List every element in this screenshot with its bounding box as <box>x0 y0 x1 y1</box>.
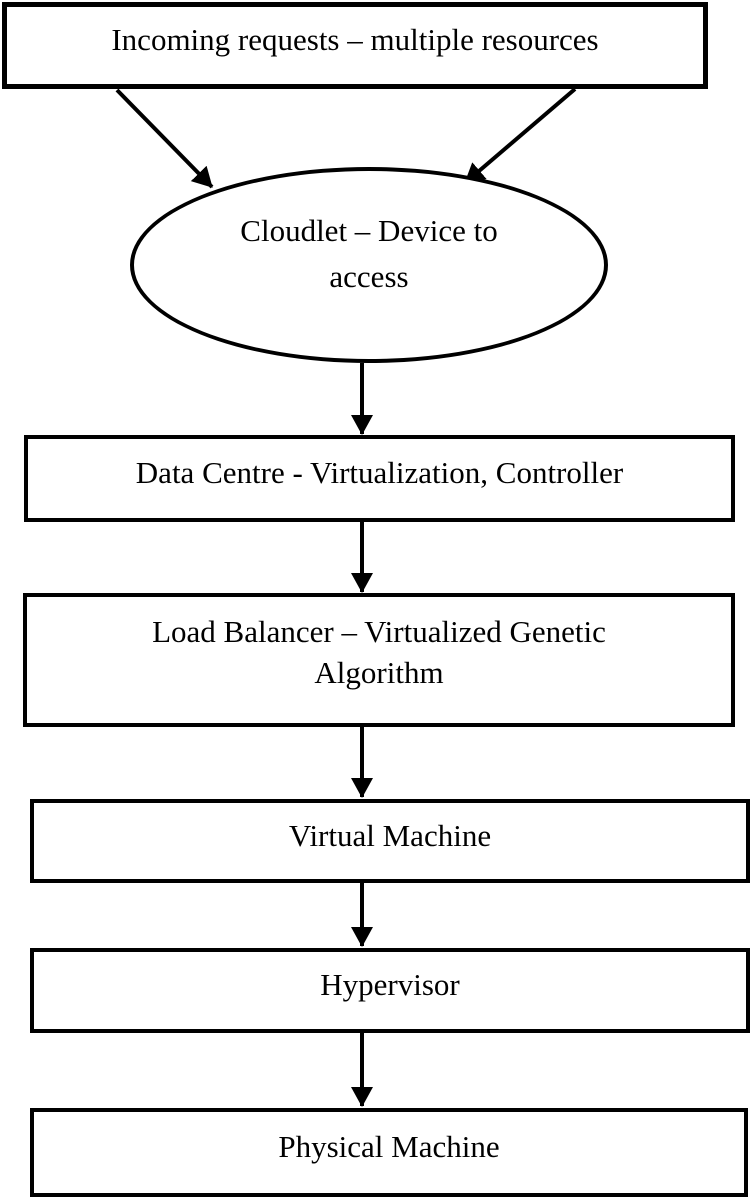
node-physical-machine: Physical Machine <box>30 1108 748 1197</box>
arrow-incoming-to-cloudlet-right <box>463 87 577 185</box>
node-hypervisor-label: Hypervisor <box>320 967 460 1003</box>
node-data-centre-label: Data Centre - Virtualization, Controller <box>135 455 624 491</box>
node-cloudlet-label: Cloudlet – Device to access <box>240 212 498 295</box>
node-virtual-machine-label: Virtual Machine <box>288 817 492 853</box>
node-load-balancer-label: Load Balancer – Virtualized Genetic Algo… <box>152 614 606 690</box>
node-load-balancer: Load Balancer – Virtualized Genetic Algo… <box>23 593 735 727</box>
node-virtual-machine: Virtual Machine <box>30 799 750 883</box>
node-hypervisor: Hypervisor <box>30 948 750 1033</box>
node-data-centre: Data Centre - Virtualization, Controller <box>24 435 735 522</box>
node-incoming-requests: Incoming requests – multiple resources <box>2 2 708 89</box>
arrow-incoming-to-cloudlet-left <box>115 88 214 189</box>
node-cloudlet: Cloudlet – Device to access <box>130 167 608 363</box>
node-incoming-requests-label: Incoming requests – multiple resources <box>111 22 599 58</box>
node-physical-machine-label: Physical Machine <box>278 1129 500 1165</box>
